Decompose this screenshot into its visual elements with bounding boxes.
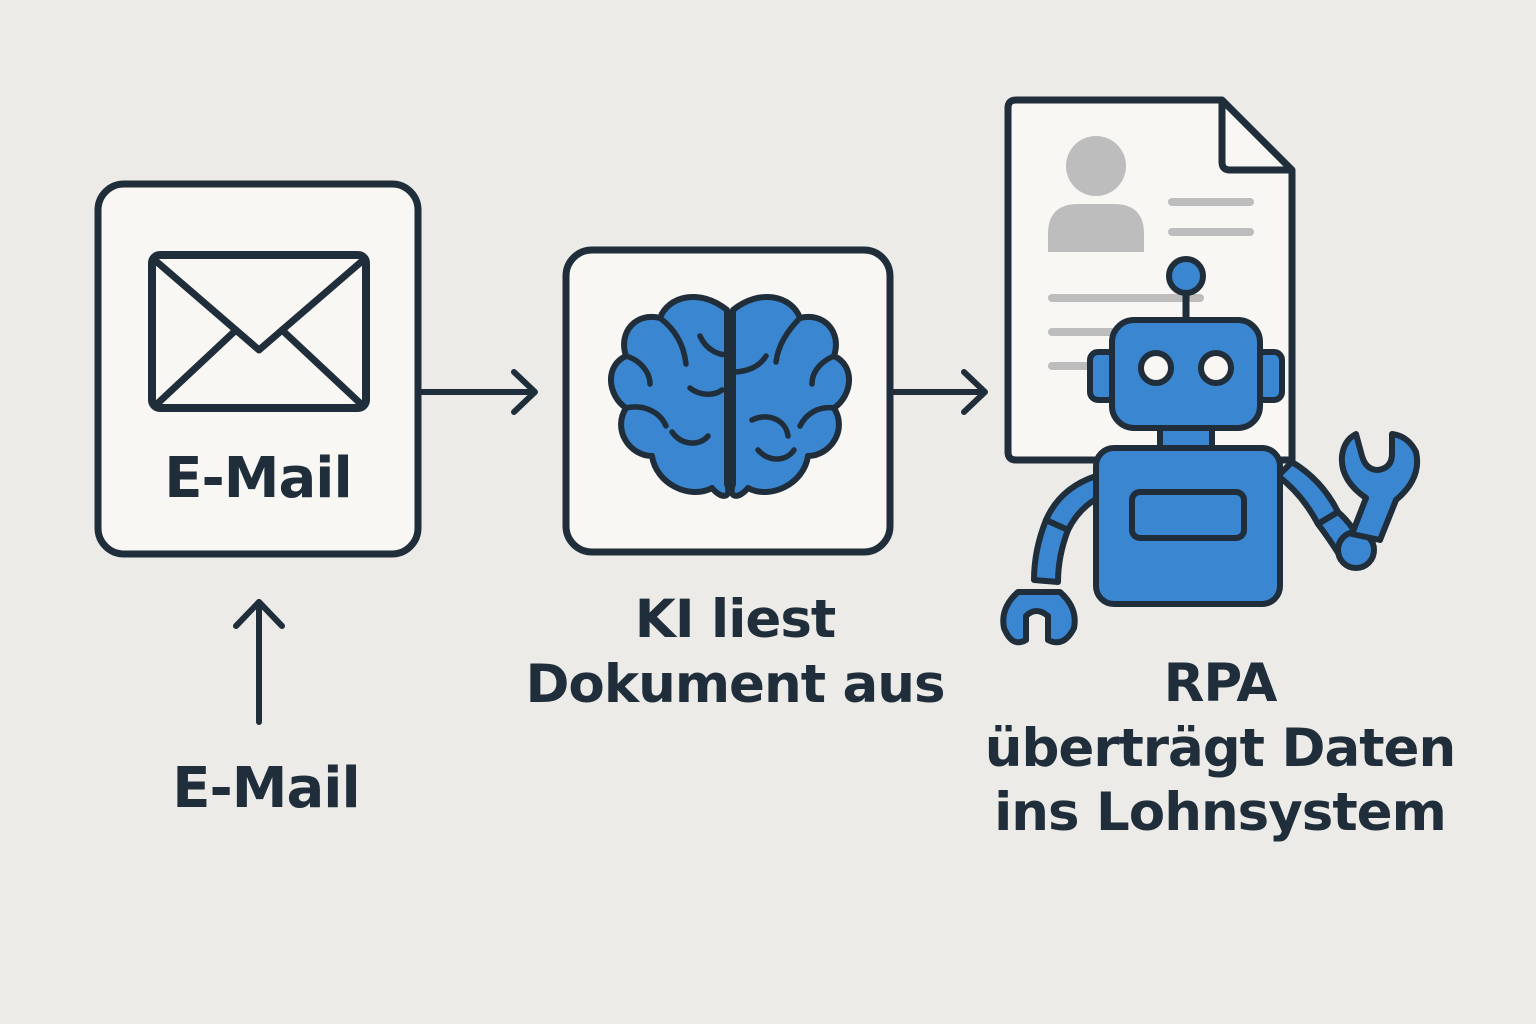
wrench-icon xyxy=(1338,431,1420,543)
ki-label-line-1: KI liest xyxy=(634,589,836,650)
ki-step-label: KI liest Dokument aus xyxy=(500,588,970,717)
rpa-label-line-3: ins Lohnsystem xyxy=(994,782,1447,844)
brain-icon xyxy=(608,293,852,499)
email-box-label: E-Mail xyxy=(164,446,352,511)
rpa-label-line-2: überträgt Daten xyxy=(984,717,1457,779)
person-avatar-icon xyxy=(1048,136,1144,252)
envelope-icon xyxy=(148,251,370,412)
rpa-label-line-1: RPA xyxy=(1163,653,1278,714)
robot-icon xyxy=(1000,256,1420,646)
arrow-up-to-email xyxy=(233,599,285,725)
arrow-ki-to-rpa xyxy=(889,369,988,415)
rpa-step-label: RPA überträgt Daten ins Lohnsystem xyxy=(960,652,1480,846)
email-source-label: E-Mail xyxy=(172,756,360,821)
arrow-email-to-ki xyxy=(417,369,538,415)
ki-label-line-2: Dokument aus xyxy=(525,653,945,715)
